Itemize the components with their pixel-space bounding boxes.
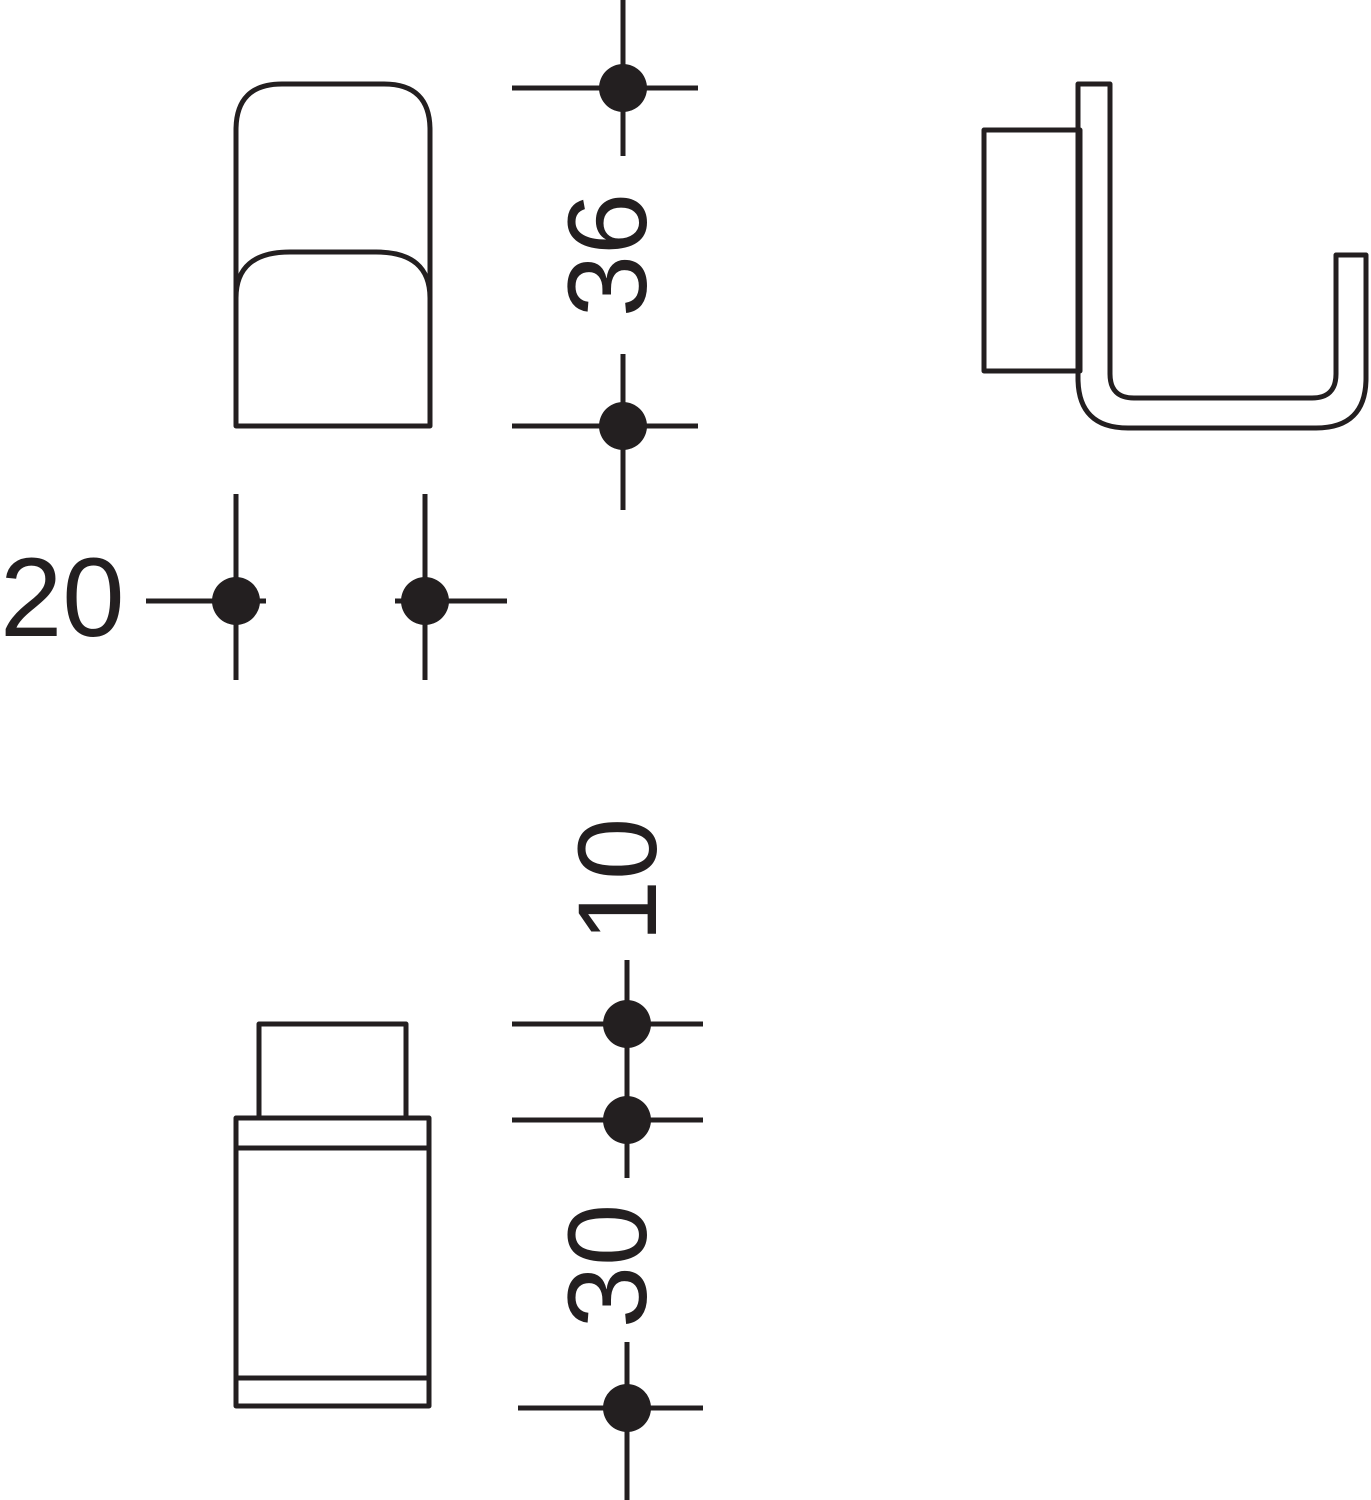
dim-20-left-point [212, 577, 260, 625]
dim-10-bottom-point [603, 1096, 651, 1144]
dim-10-label: 10 [555, 818, 680, 943]
top-view-body [233, 1115, 432, 1409]
dimension-20: 20 [0, 494, 507, 680]
dim-20-label: 20 [0, 535, 125, 660]
dim-30-bottom-point [603, 1384, 651, 1432]
dim-36-label: 36 [545, 193, 670, 318]
dim-10-top-point [603, 1000, 651, 1048]
dim-36-top-point [599, 64, 647, 112]
side-view-hook-profile [1075, 81, 1369, 431]
side-view [981, 81, 1369, 431]
top-view [233, 1021, 432, 1409]
dim-36-bottom-point [599, 402, 647, 450]
front-view-outline [233, 81, 433, 429]
front-view [233, 81, 433, 429]
top-view-cap [256, 1021, 409, 1121]
dim-20-right-point [401, 577, 449, 625]
dimension-30: 30 [518, 1204, 703, 1500]
side-view-wall-plate [981, 127, 1083, 374]
dim-30-label: 30 [545, 1204, 670, 1329]
dimension-10: 10 [512, 818, 703, 1178]
dimension-36: 36 [512, 0, 698, 510]
front-view-inner-arc [233, 249, 433, 299]
